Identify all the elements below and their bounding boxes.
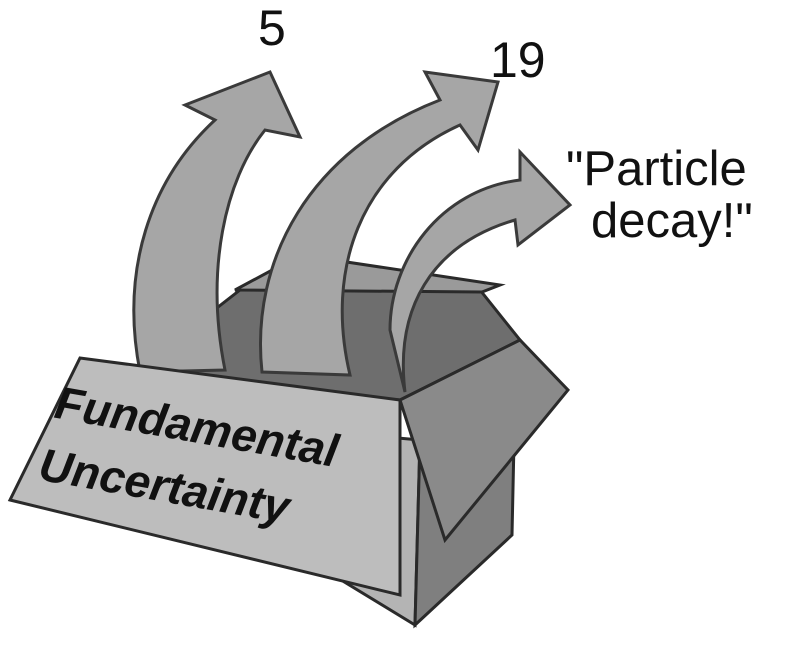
outcome-label-second: 19 [490,34,546,86]
outcome-label-first: 5 [258,2,286,54]
outcome-label-third-line2: decay!" [591,196,753,246]
outcome-label-third-line1: "Particle [566,144,747,194]
